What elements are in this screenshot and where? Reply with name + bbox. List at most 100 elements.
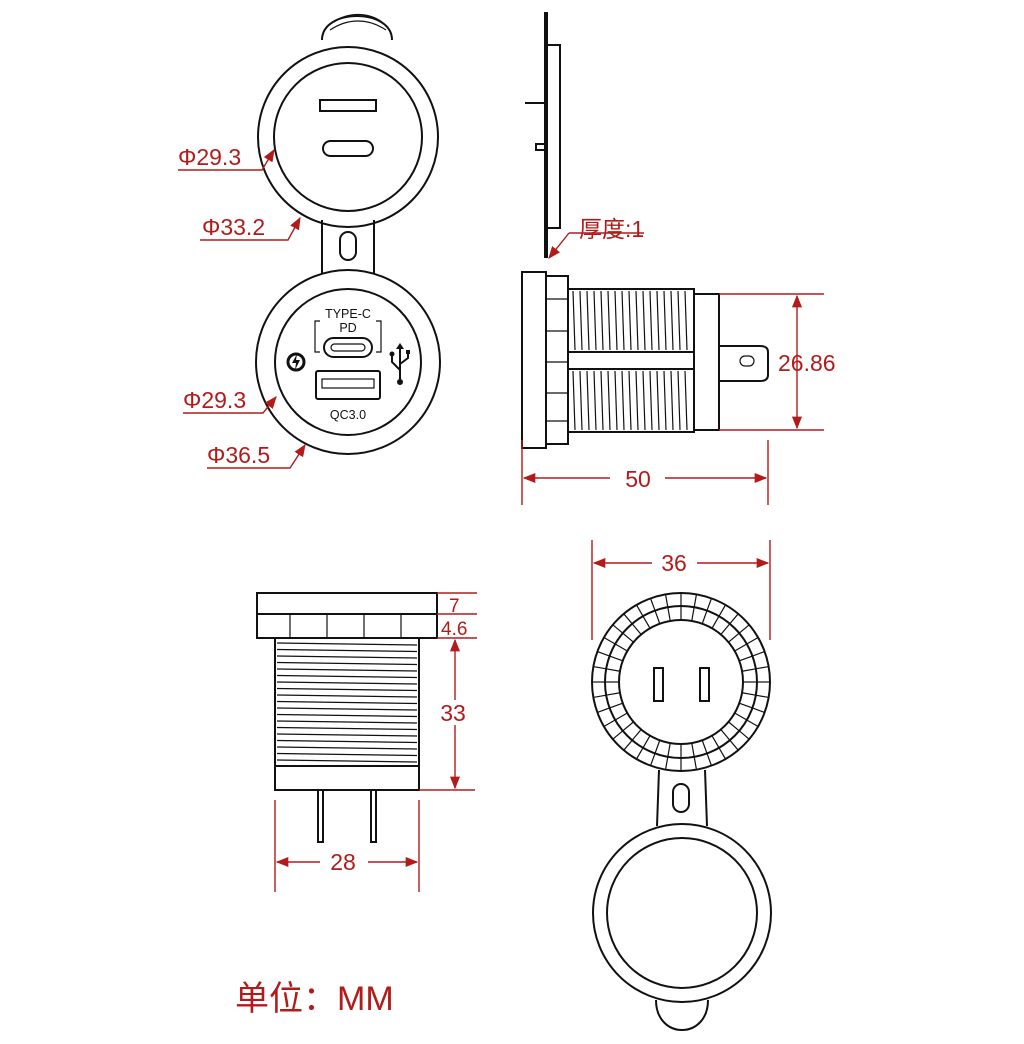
thread-line [593, 290, 597, 351]
thread-line [701, 740, 708, 754]
thread-line [635, 747, 644, 760]
thread-line [642, 290, 646, 351]
thread-line [631, 623, 642, 635]
thread-line [746, 636, 759, 645]
thread-line [276, 661, 418, 666]
thread-line [614, 712, 628, 721]
thread-line [701, 610, 708, 624]
thread-line [622, 632, 634, 643]
thread-line [621, 370, 625, 431]
thread-line [663, 290, 667, 351]
thread-line [593, 665, 607, 670]
thread-line [677, 290, 681, 351]
port-label-type: TYPE-C [325, 307, 371, 321]
port-label-qc: QC3.0 [330, 408, 366, 422]
thread-line [593, 694, 607, 699]
face-inner-circle [274, 288, 422, 436]
thread-line [579, 290, 583, 351]
cap-outer-circle [257, 46, 439, 228]
thread-line [741, 668, 756, 672]
thread-line [734, 712, 748, 721]
thread-line [728, 721, 740, 732]
typec-port [323, 337, 373, 358]
thread-line [628, 370, 632, 431]
thread-line [572, 290, 576, 351]
thread-line [621, 290, 625, 351]
bottom-side-view: 7 4.6 33 28 [256, 592, 477, 892]
quick-charge-icon [286, 352, 306, 372]
thread-line [276, 642, 418, 646]
thread-line [755, 694, 769, 699]
front-dimensions: Φ29.3 Φ33.2 Φ29.3 Φ36.5 [178, 144, 306, 469]
length-label: 50 [625, 466, 651, 492]
height-label: 26.86 [778, 350, 836, 376]
thread-line [729, 739, 739, 751]
front-view: TYPE-C PD QC3.0 Φ29.3 Φ33.2 Φ29.3 Φ3 [178, 13, 441, 469]
thread-line [734, 643, 748, 652]
thread-line [741, 692, 756, 696]
rear-view: 36 [591, 540, 772, 1031]
thickness-label: 厚度:1 [579, 216, 644, 242]
thread-line [667, 742, 671, 757]
thread-line [276, 707, 418, 711]
thread-length-label: 33 [440, 700, 466, 726]
thread-line [693, 594, 698, 608]
thread-line [738, 624, 750, 634]
thread-line [720, 729, 731, 741]
thread-line [711, 615, 720, 629]
thread-line [276, 681, 418, 685]
unit-label: 单位：MM [235, 980, 394, 1018]
thread-line [612, 730, 624, 740]
thread-line [649, 290, 653, 351]
thread-line [607, 370, 611, 431]
thread-line [612, 624, 624, 634]
thread-line [663, 370, 667, 431]
face-inner-dia-label: Φ29.3 [183, 387, 246, 413]
thread-line [752, 650, 765, 657]
rear-cap-outer [592, 823, 772, 1003]
thread-line [656, 290, 660, 351]
face-outer-circle [255, 269, 441, 455]
cap-inner-dia-label: Φ29.3 [178, 144, 241, 170]
thread-line [667, 607, 671, 622]
thread-line [739, 655, 753, 662]
thread-line [276, 655, 418, 659]
port-label-pd: PD [339, 321, 356, 335]
thread-line [746, 719, 759, 728]
thread-line [276, 746, 418, 750]
thread-line [593, 370, 597, 431]
thread-line [276, 687, 418, 692]
thread-line [586, 370, 590, 431]
thread-line [597, 650, 610, 657]
thread-line [276, 700, 418, 705]
thread-line [739, 702, 753, 709]
thread-line [603, 719, 616, 728]
thread-line [635, 604, 644, 617]
thread-line [276, 752, 418, 757]
rear-width-label: 36 [661, 550, 687, 576]
usb-icon [389, 343, 410, 385]
rear-pin-left [653, 667, 664, 702]
thread-line [597, 707, 610, 714]
thread-line [642, 370, 646, 431]
thread-line [654, 610, 661, 624]
thread-line [609, 702, 623, 709]
thread-line [684, 290, 688, 351]
thread-line [711, 735, 720, 749]
thread-line [649, 753, 656, 766]
thread-line [684, 370, 688, 431]
thread-line [579, 370, 583, 431]
rear-cap-inner [606, 837, 758, 989]
thread-line [276, 759, 418, 763]
side-dimensions: 厚度:1 26.86 50 [521, 216, 836, 505]
thread-line [606, 668, 621, 672]
thread-line [635, 290, 639, 351]
thread-line [729, 613, 739, 625]
thread-line [642, 615, 651, 629]
thread-line [623, 613, 633, 625]
thread-line [720, 623, 731, 635]
thread-line [276, 668, 418, 672]
cap-inner-circle [273, 62, 423, 212]
thread-line [642, 735, 651, 749]
